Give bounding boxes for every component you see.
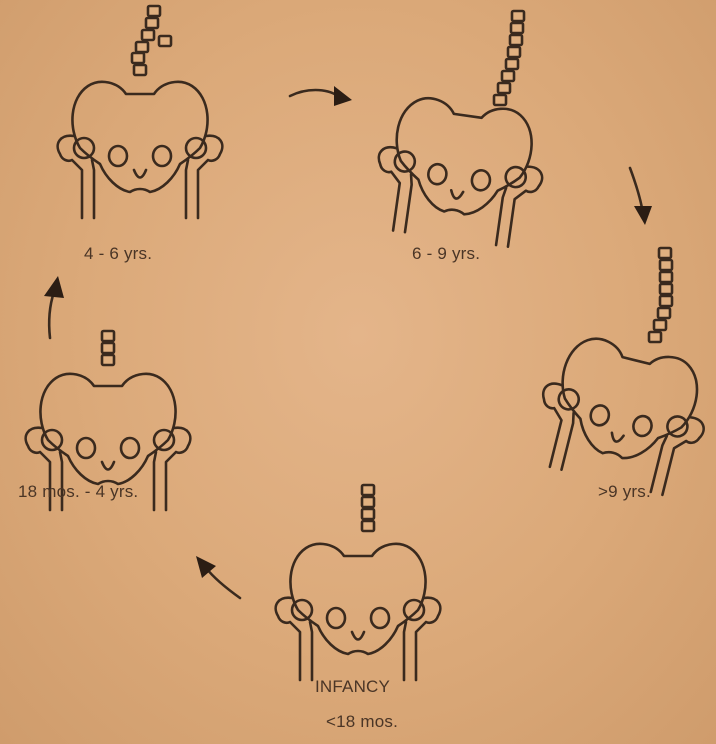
label-6-9-yrs: 6 - 9 yrs. — [412, 244, 480, 264]
arrow-6-9-to-over-9 — [630, 168, 652, 225]
arrow-18mos-to-4-6 — [44, 276, 64, 338]
label-over-9-yrs: >9 yrs. — [598, 482, 651, 502]
label-4-6-yrs: 4 - 6 yrs. — [84, 244, 152, 264]
pelvis-figure-over-9-yrs — [526, 248, 716, 501]
pelvis-figure-4-6-yrs — [58, 6, 223, 218]
label-18mos-4-yrs: 18 mos. - 4 yrs. — [18, 482, 138, 502]
arrow-4-6-to-6-9 — [290, 86, 352, 106]
label-under-18-mos: <18 mos. — [326, 712, 398, 732]
label-infancy: INFANCY — [315, 677, 390, 697]
arrow-infancy-to-18mos — [196, 556, 240, 598]
pelvis-figure-6-9-yrs — [369, 11, 551, 250]
pelvis-figure-infancy — [276, 485, 441, 680]
